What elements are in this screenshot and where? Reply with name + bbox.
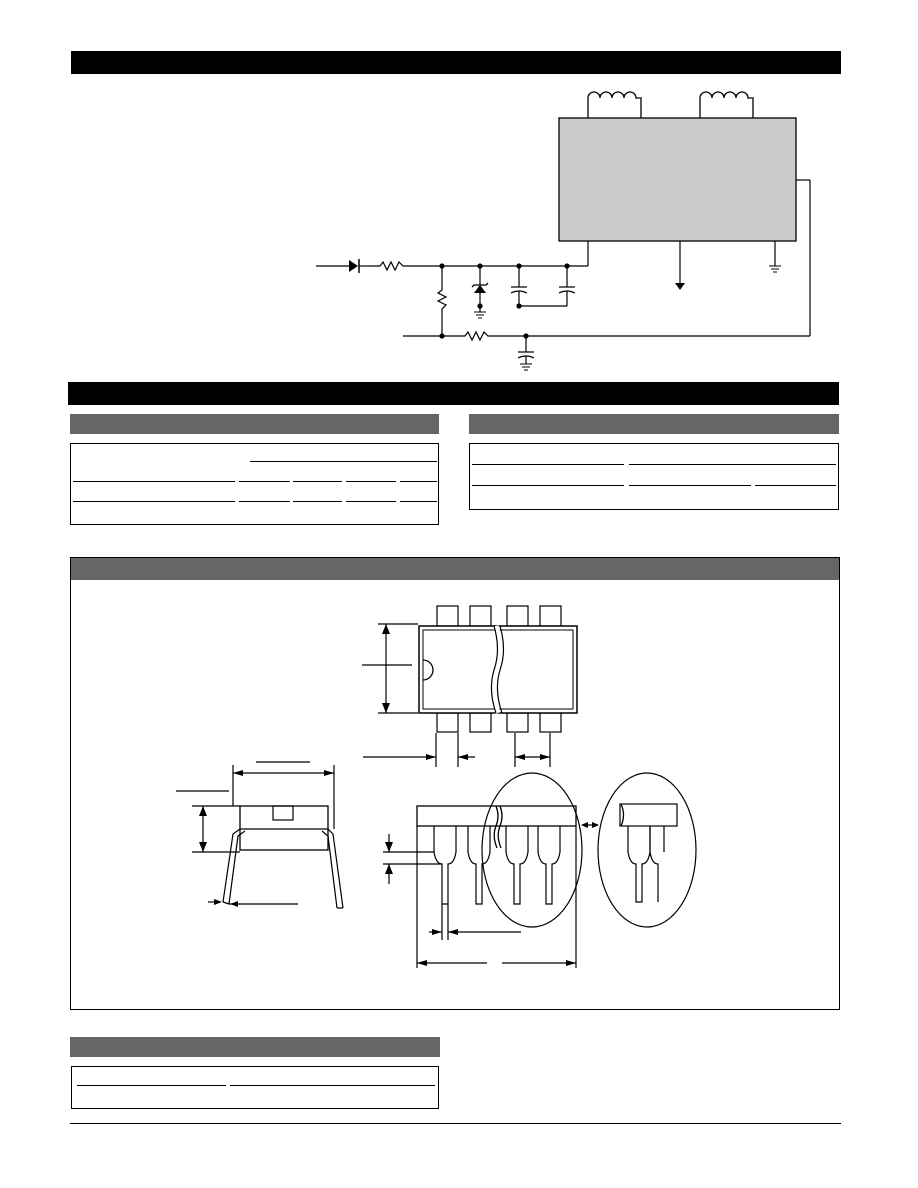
resistor-icon (372, 260, 442, 272)
sub-header-bar-right (469, 414, 839, 434)
resistor-icon (442, 330, 810, 342)
inductor-icon (699, 91, 754, 118)
resistor-icon (436, 266, 448, 336)
ground-icon (474, 311, 486, 319)
ic-block (558, 117, 797, 242)
bottom-table (71, 1066, 439, 1109)
ground-icon (769, 265, 781, 273)
sub-header-bar-package (71, 558, 839, 580)
ground-icon (520, 363, 532, 371)
zener-diode-icon (471, 282, 489, 293)
diode-icon (349, 259, 372, 273)
sub-header-bar-bottom (70, 1037, 440, 1057)
left-table (70, 443, 439, 525)
inductor-icon (587, 91, 642, 118)
footer-rule (70, 1123, 841, 1124)
arrow-down-icon (675, 283, 685, 290)
right-table (469, 443, 839, 510)
junction-dots (439, 263, 570, 339)
section-header-bar-application (71, 51, 841, 74)
section-header-bar-info (68, 382, 839, 405)
sub-header-bar-left (70, 414, 439, 434)
